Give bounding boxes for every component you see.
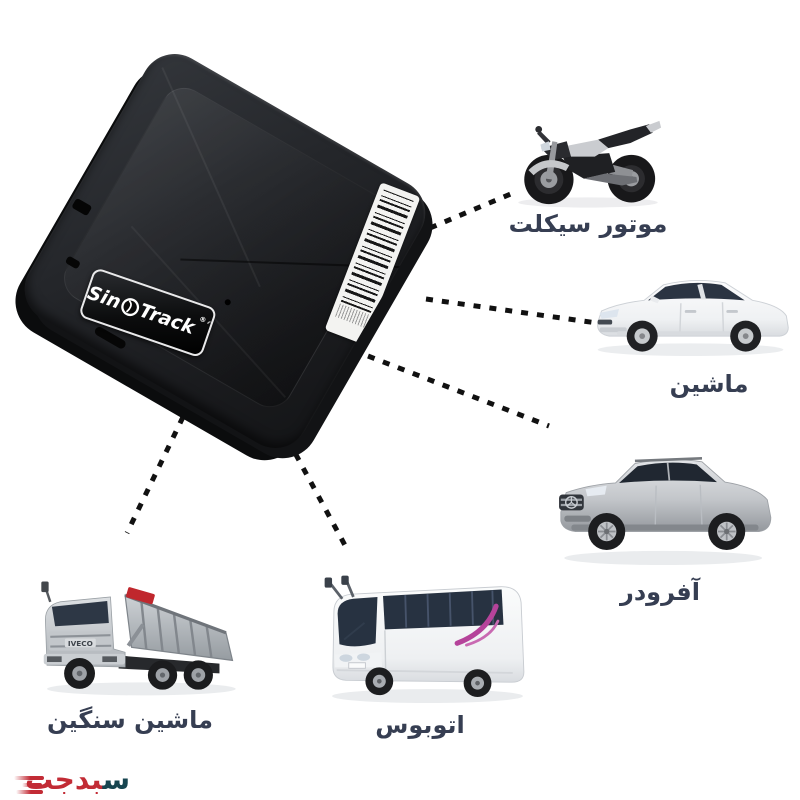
connector-offroader bbox=[367, 353, 550, 429]
bus-shadow bbox=[332, 689, 523, 704]
logo-text-track: Track bbox=[136, 299, 198, 339]
truck-body: IVECO bbox=[41, 581, 234, 690]
gps-tracker-device: Sin Track ® bbox=[12, 41, 438, 461]
heavy-truck-image: IVECO bbox=[41, 581, 236, 696]
motorcycle-body bbox=[524, 120, 662, 205]
logo-text-sin: Sin bbox=[84, 281, 124, 314]
bus-body bbox=[324, 575, 525, 698]
truck-grille-badge: IVECO bbox=[68, 639, 93, 648]
car-image bbox=[597, 279, 789, 356]
sinotrack-logo-plate: Sin Track ® bbox=[77, 266, 218, 359]
offroader-body bbox=[559, 456, 772, 551]
watermark-speed-line bbox=[22, 783, 42, 787]
label-offroader: آفرودر bbox=[620, 578, 700, 606]
watermark-speed-line bbox=[16, 790, 43, 794]
connector-truck bbox=[124, 415, 186, 535]
label-motorcycle: موتور سیکلت bbox=[508, 210, 668, 238]
offroader-shadow bbox=[564, 550, 762, 566]
car-body bbox=[597, 279, 789, 352]
label-bus: اتوبوس bbox=[375, 711, 465, 739]
signal-waves-icon bbox=[206, 321, 211, 324]
logo-o-globe-icon bbox=[121, 297, 140, 316]
watermark-speed-line bbox=[14, 776, 44, 780]
connector-bus bbox=[285, 438, 350, 551]
offroader-image bbox=[559, 456, 772, 566]
watermark-first-letter: س bbox=[102, 763, 130, 796]
label-heavy-truck: ماشین سنگین bbox=[47, 706, 213, 734]
connector-car bbox=[425, 296, 598, 326]
label-car: ماشین bbox=[669, 370, 749, 398]
device-port bbox=[71, 197, 93, 217]
bus-image bbox=[324, 575, 525, 704]
motorcycle-image bbox=[518, 120, 662, 208]
